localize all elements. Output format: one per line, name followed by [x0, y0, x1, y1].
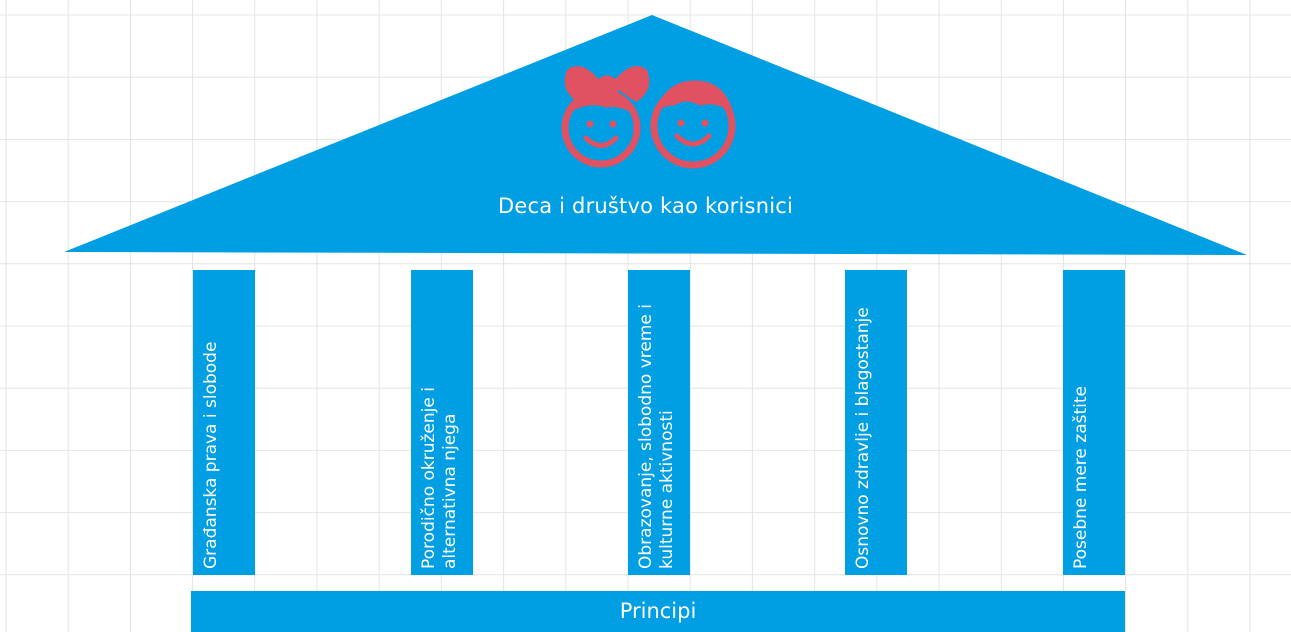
base-principi: Principi — [191, 591, 1125, 632]
pillar-label: Posebne mere zaštite — [1071, 386, 1091, 569]
pillar-label: Porodično okruženje i alternativna njega — [419, 387, 460, 569]
pillar-osnovno-zdravlje: Osnovno zdravlje i blagostanje — [845, 270, 907, 575]
girl-face-icon — [561, 66, 650, 168]
two-children-faces-icon — [561, 66, 736, 169]
pillar-obrazovanje: Obrazovanje, slobodno vreme i kulturne a… — [628, 270, 690, 575]
pillar-gradjanska-prava: Građanska prava i slobode — [193, 270, 255, 575]
boy-face-icon — [650, 80, 736, 169]
pillar-label: Obrazovanje, slobodno vreme i kulturne a… — [636, 304, 677, 569]
roof-title: Deca i društvo kao korisnici — [497, 194, 794, 218]
pillar-label: Osnovno zdravlje i blagostanje — [853, 307, 873, 569]
base-label: Principi — [619, 599, 697, 623]
pillar-label: Građanska prava i slobode — [201, 341, 221, 569]
pillar-posebne-mere: Posebne mere zaštite — [1063, 270, 1125, 575]
pillar-porodicno-okruzenje: Porodično okruženje i alternativna njega — [411, 270, 473, 575]
